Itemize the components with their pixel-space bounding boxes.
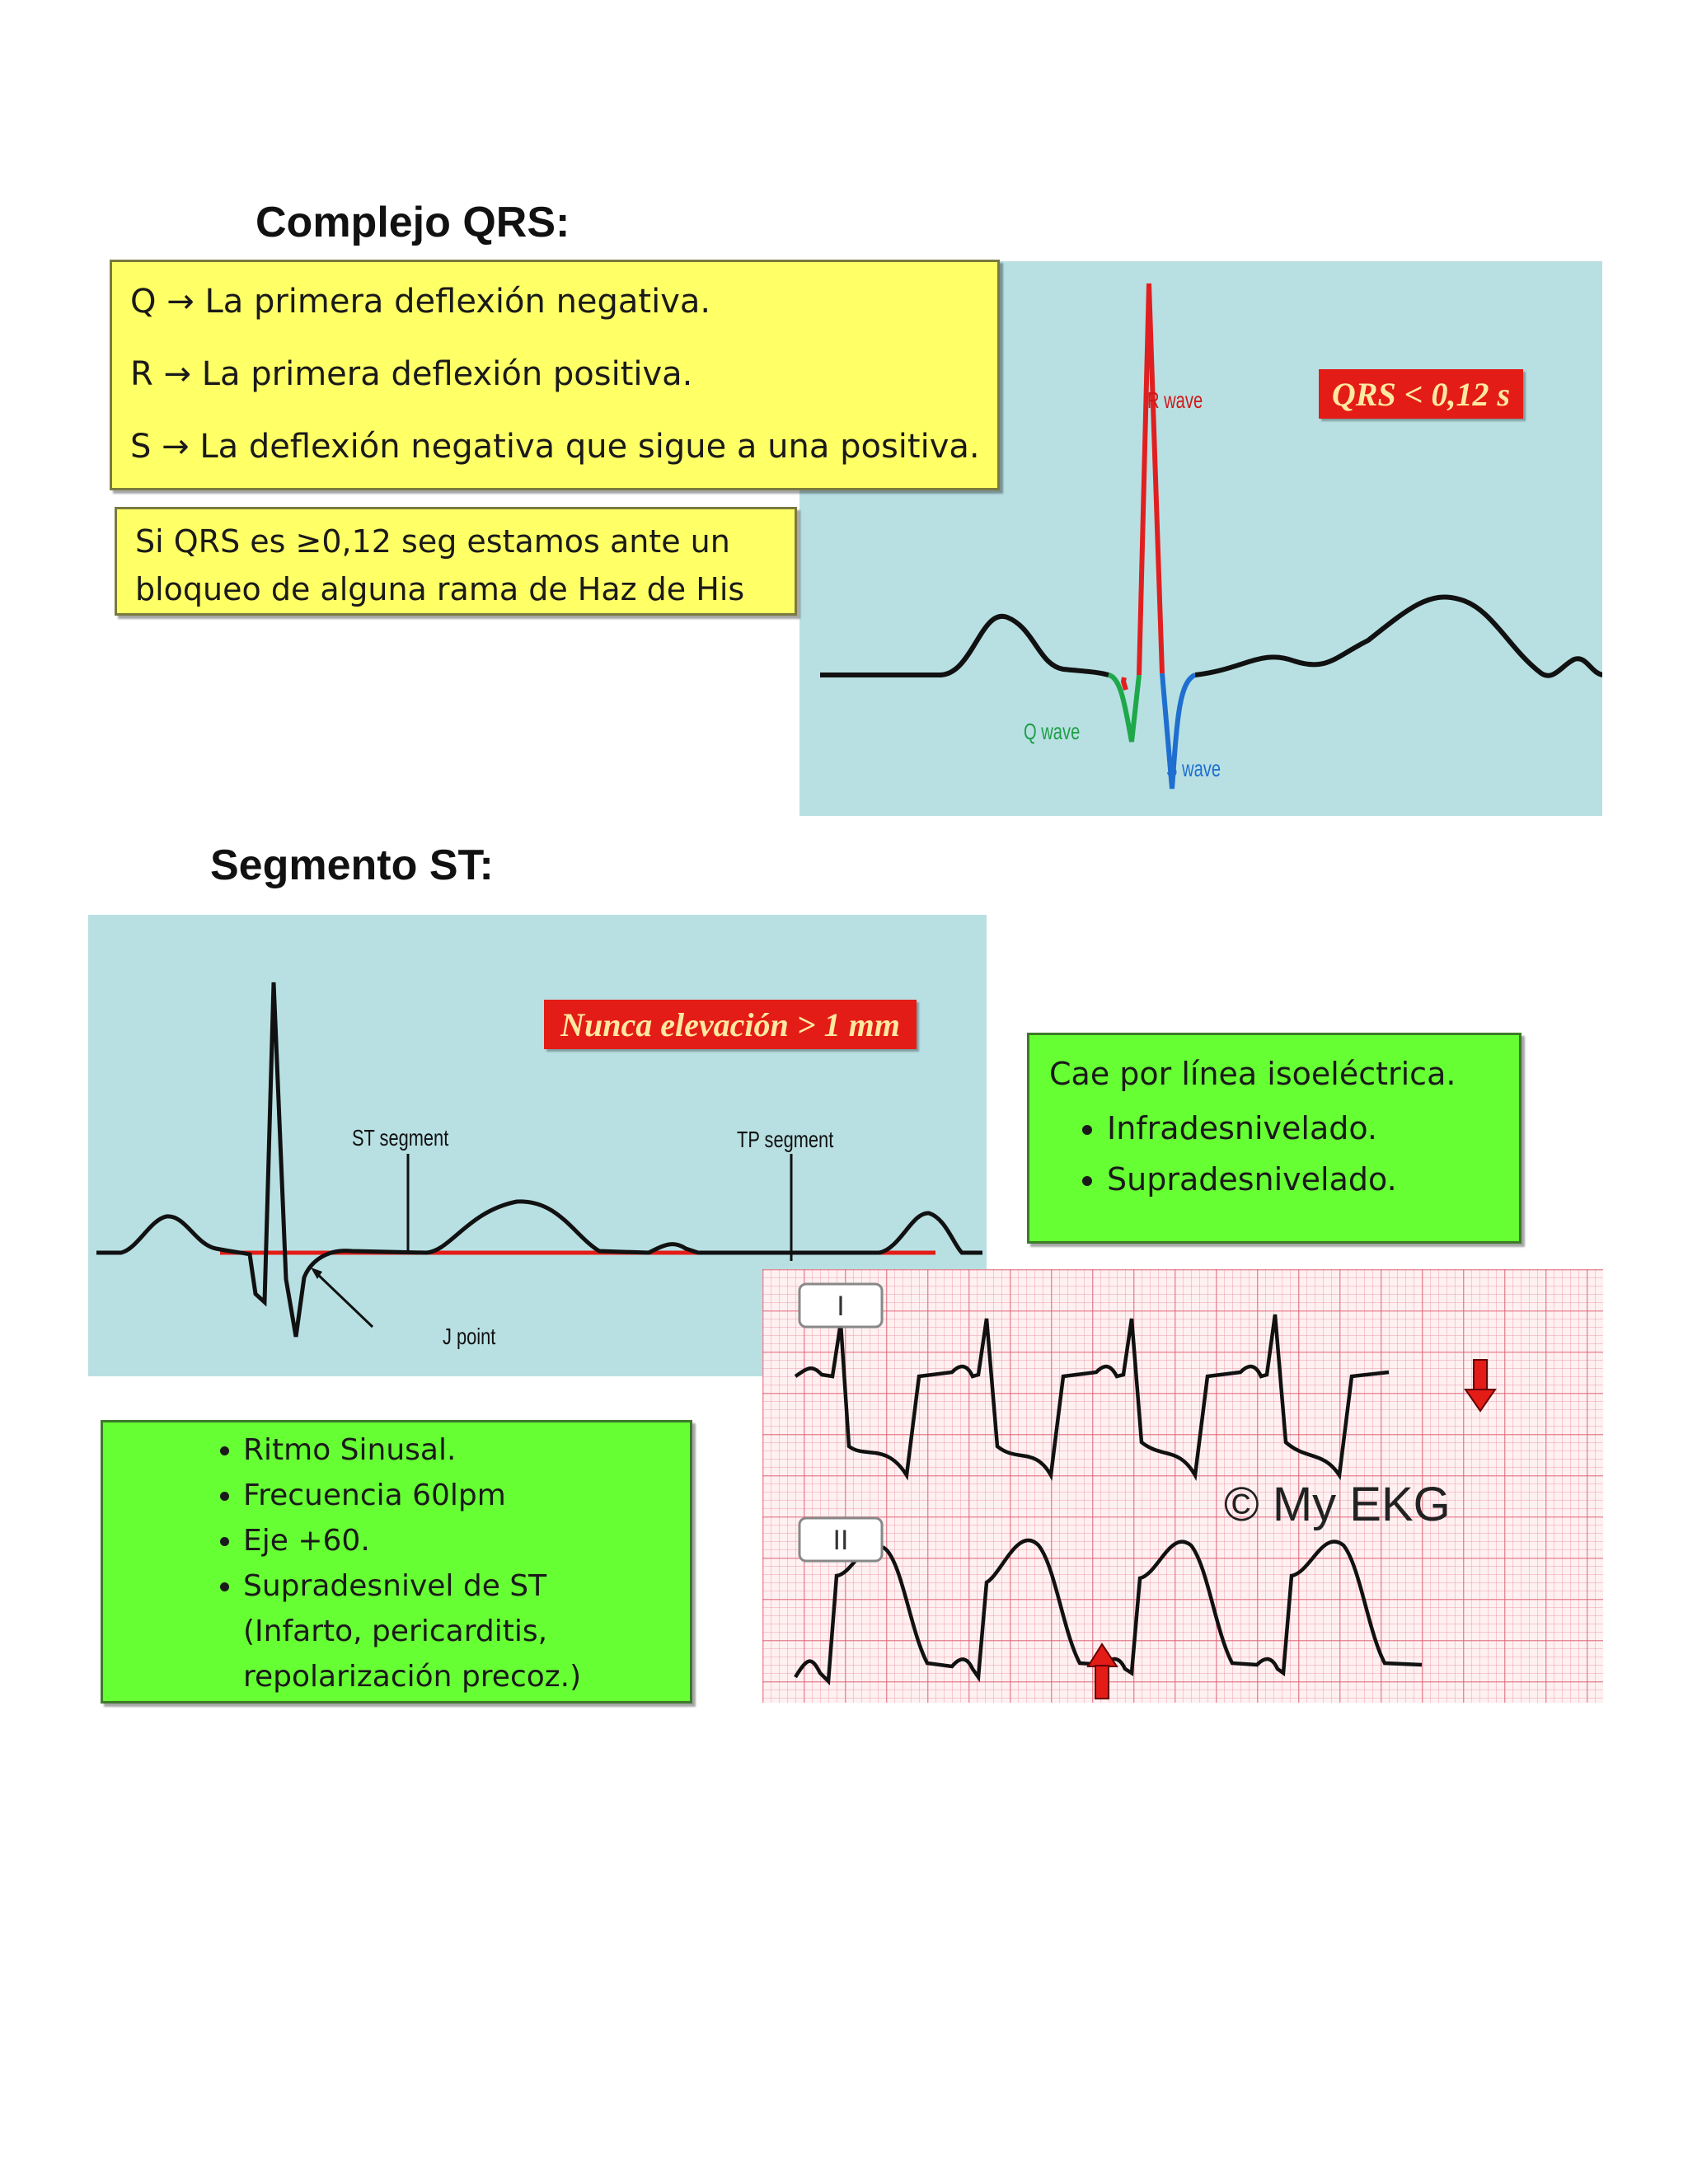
definition-s: S → La deflexión negativa que sigue a un… bbox=[130, 410, 980, 483]
definition-text: La deflexión negativa que sigue a una po… bbox=[199, 428, 980, 466]
lead-1-label: I bbox=[837, 1291, 844, 1322]
note-line-2: bloqueo de alguna rama de Haz de His bbox=[135, 571, 745, 607]
arrow-up-icon bbox=[1086, 1643, 1118, 1699]
definition-q: Q → La primera deflexión negativa. bbox=[130, 265, 979, 338]
list-item: Frecuencia 60lpm bbox=[243, 1473, 673, 1518]
st-segment-label: ST segment bbox=[352, 1125, 448, 1151]
q-wave-label: Q wave bbox=[1024, 719, 1080, 745]
lead-2-label: II bbox=[833, 1525, 849, 1556]
note-line-1: Si QRS es ≥0,12 seg estamos ante un bbox=[135, 523, 730, 560]
q-wave-trace bbox=[1107, 673, 1142, 743]
ekg-strip: I II © My EKG bbox=[762, 1269, 1603, 1703]
definition-r: R → La primera deflexión positiva. bbox=[130, 338, 979, 410]
list-item: Supradesnivelado. bbox=[1107, 1154, 1499, 1205]
lead-1-label-box bbox=[798, 1282, 884, 1329]
isoelectric-list: Infradesnivelado. Supradesnivelado. bbox=[1049, 1103, 1499, 1205]
list-item: Supradesnivel de ST (Infarto, pericardit… bbox=[243, 1563, 673, 1699]
isoelectric-title: Cae por línea isoeléctrica. bbox=[1049, 1056, 1456, 1092]
tp-segment-label: TP segment bbox=[737, 1127, 833, 1152]
findings-box: Ritmo Sinusal. Frecuencia 60lpm Eje +60.… bbox=[101, 1420, 692, 1704]
qrs-baseline-left bbox=[820, 613, 1109, 677]
definition-letter: Q bbox=[130, 283, 157, 321]
arrow-right-icon: → bbox=[162, 428, 190, 466]
definition-letter: R bbox=[130, 355, 153, 393]
ekg-watermark: © My EKG bbox=[1224, 1478, 1451, 1531]
findings-list: Ritmo Sinusal. Frecuencia 60lpm Eje +60.… bbox=[120, 1427, 673, 1699]
qrs-duration-badge: QRS < 0,12 s bbox=[1319, 369, 1523, 419]
s-wave-label: S wave bbox=[1166, 757, 1221, 782]
st-heading: Segmento ST: bbox=[210, 841, 494, 889]
list-item: Infradesnivelado. bbox=[1107, 1103, 1499, 1154]
qrs-definitions-box: Q → La primera deflexión negativa. R → L… bbox=[110, 260, 1000, 490]
arrow-right-icon: → bbox=[163, 355, 192, 393]
r-wave-trace-main bbox=[1120, 283, 1165, 691]
qrs-block-note: Si QRS es ≥0,12 seg estamos ante un bloq… bbox=[115, 507, 797, 616]
j-point-pointer bbox=[313, 1270, 374, 1329]
qrs-heading: Complejo QRS: bbox=[256, 199, 570, 246]
j-point-arrowhead bbox=[311, 1268, 322, 1279]
ekg-strip-svg: I II © My EKG bbox=[794, 1282, 1497, 1699]
list-item: Ritmo Sinusal. bbox=[243, 1427, 673, 1473]
lead-1-trace bbox=[794, 1314, 1390, 1481]
definition-text: La primera deflexión negativa. bbox=[204, 283, 711, 321]
j-point-label: J point bbox=[443, 1324, 495, 1349]
definition-text: La primera deflexión positiva. bbox=[201, 355, 693, 393]
list-item: Eje +60. bbox=[243, 1518, 673, 1563]
st-elevation-badge: Nunca elevación > 1 mm bbox=[544, 1000, 917, 1049]
isoelectric-box: Cae por línea isoeléctrica. Infradesnive… bbox=[1027, 1033, 1522, 1244]
st-ecg-trace bbox=[96, 982, 982, 1338]
qrs-waveform-svg: R wave Q wave S wave bbox=[820, 283, 1640, 790]
arrow-down-icon bbox=[1464, 1359, 1497, 1413]
definition-letter: S bbox=[130, 428, 152, 466]
arrow-right-icon: → bbox=[166, 283, 195, 321]
lead-2-label-box bbox=[798, 1516, 884, 1563]
s-wave-trace bbox=[1160, 673, 1197, 790]
qrs-baseline-right bbox=[1194, 594, 1640, 678]
r-wave-label: R wave bbox=[1147, 388, 1203, 414]
st-waveform-svg: ST segment TP segment J point bbox=[96, 982, 982, 1350]
